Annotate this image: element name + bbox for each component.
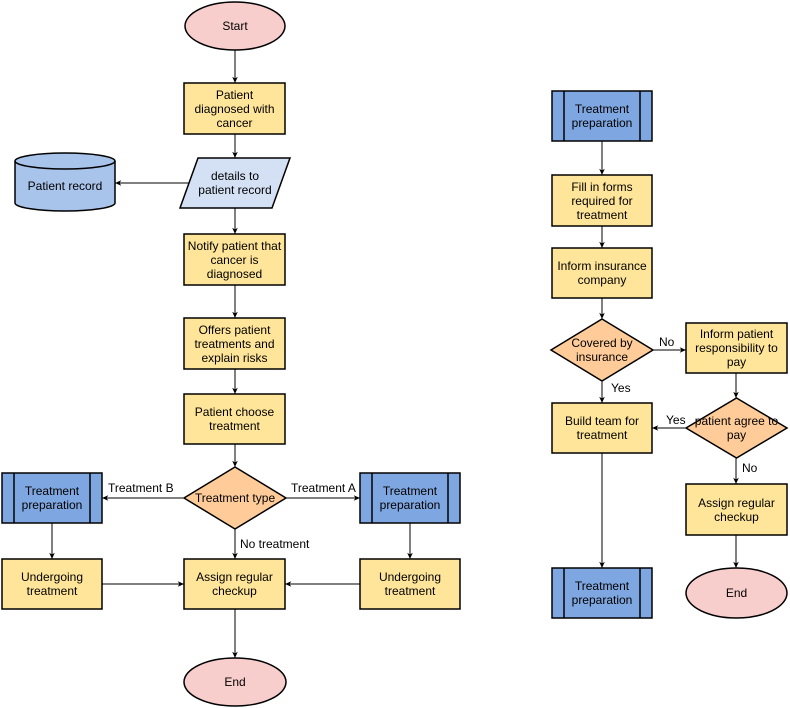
prep-b-node	[1, 472, 103, 524]
treatment-a-edge-label: Treatment A	[291, 481, 356, 495]
offers-node	[183, 317, 286, 370]
treatment-b-edge-label: Treatment B	[108, 481, 174, 495]
choose-node	[183, 393, 286, 445]
notify-node	[183, 233, 286, 286]
end-right-node	[685, 567, 788, 619]
start-node	[184, 1, 286, 51]
details-node	[178, 157, 292, 209]
undergo-a-node	[359, 558, 461, 610]
prep-a-node	[359, 472, 461, 524]
patient-record-node	[14, 152, 116, 212]
assign-left-node	[183, 558, 286, 610]
agree-no-edge-label: No	[742, 461, 758, 475]
end-left-node	[183, 657, 287, 707]
treatment-type-node	[182, 466, 288, 530]
assign-right-node	[685, 483, 788, 536]
covered-node	[549, 318, 655, 382]
covered-yes-edge-label: Yes	[611, 381, 631, 395]
inform-ins-node	[551, 247, 653, 299]
covered-no-edge-label: No	[659, 335, 675, 349]
undergo-b-node	[1, 558, 103, 610]
inform-patient-node	[685, 322, 788, 374]
agree-node	[684, 397, 789, 459]
prep-bottom-node	[551, 567, 653, 619]
diagnosed-node	[183, 82, 286, 135]
prep-top-node	[551, 90, 653, 142]
agree-yes-edge-label: Yes	[666, 413, 686, 427]
fill-forms-node	[551, 174, 653, 227]
no-treatment-edge-label: No treatment	[240, 537, 310, 551]
build-team-node	[551, 402, 653, 454]
connectors	[49, 50, 739, 658]
